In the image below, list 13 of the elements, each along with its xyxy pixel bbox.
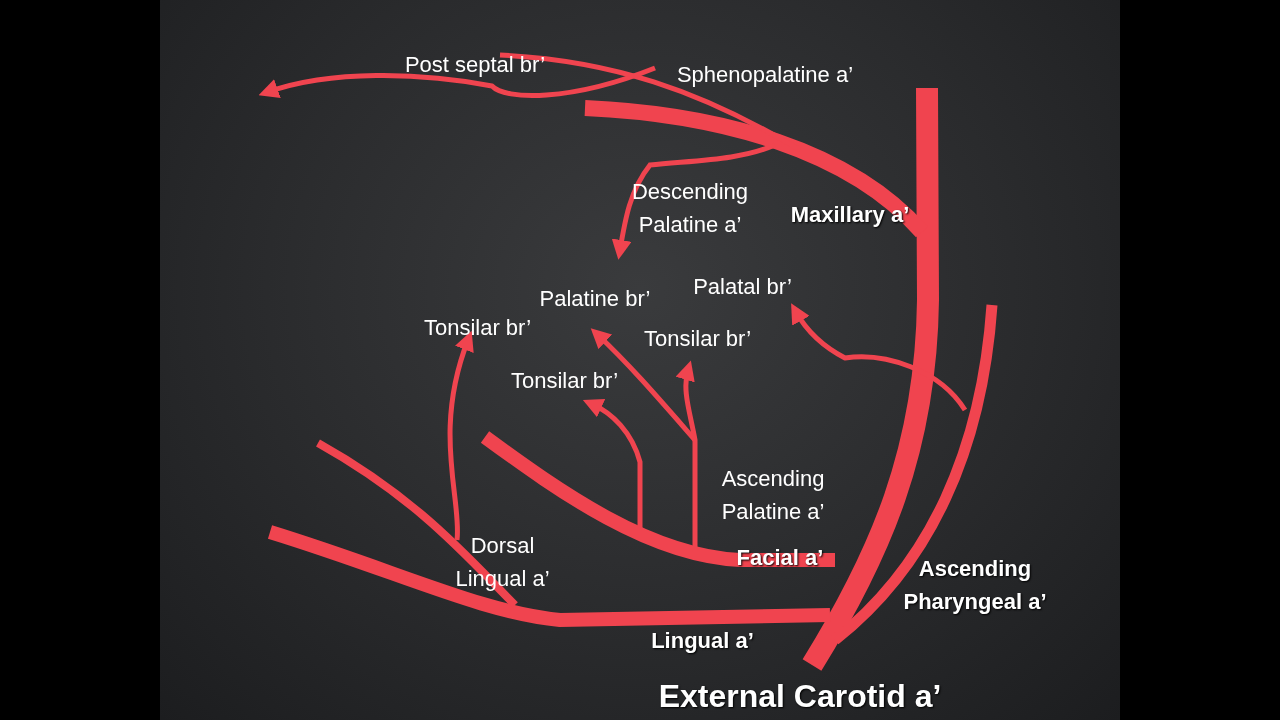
artery-label: Tonsilar br’ [422, 314, 533, 342]
artery-label: Maxillary a’ [789, 201, 911, 229]
artery-label: Tonsilar br’ [642, 325, 753, 353]
artery-label: Lingual a’ [650, 627, 755, 655]
artery-label: Post septal br’ [403, 51, 547, 79]
artery-label: External Carotid a’ [657, 677, 943, 716]
artery-label: Facial a’ [735, 544, 825, 572]
artery-label: Palatine br’ [538, 285, 652, 313]
artery-label: Ascending Pharyngeal a’ [902, 555, 1048, 616]
artery-label: Ascending Palatine a’ [720, 465, 826, 526]
artery-label: Sphenopalatine a’ [675, 61, 855, 89]
artery-label: Tonsilar br’ [509, 367, 620, 395]
artery-label: Palatal br’ [692, 273, 793, 301]
